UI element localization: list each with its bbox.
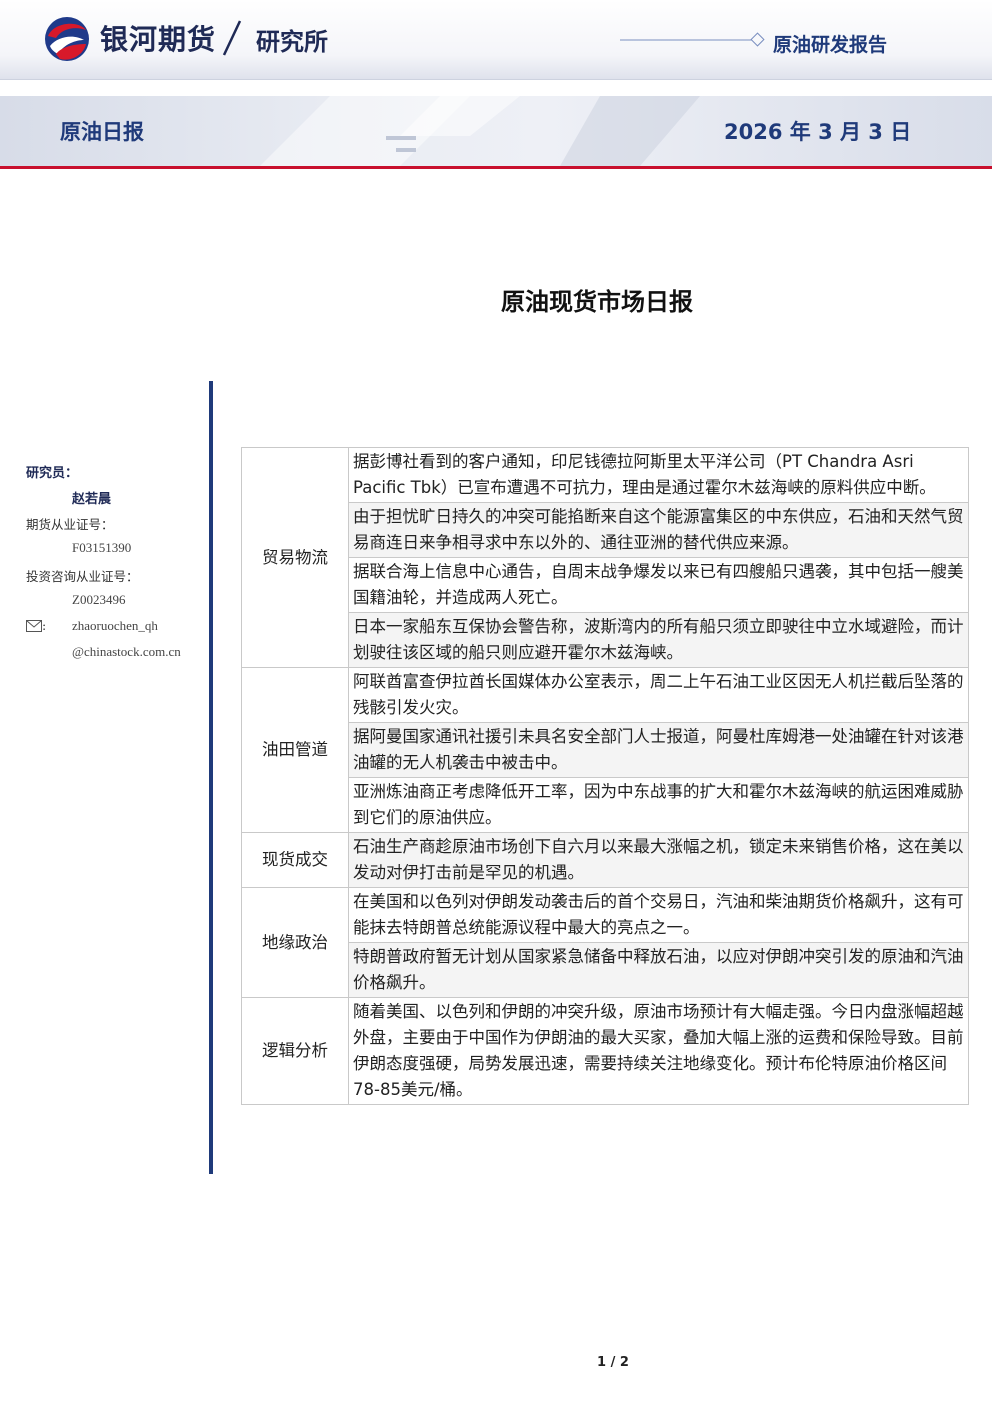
news-item: 日本一家船东互保协会警告称，波斯湾内的所有船只须立即驶往中立水域避险，而计划驶往… bbox=[348, 612, 969, 668]
category-cell: 贸易物流 bbox=[241, 447, 349, 668]
table-row: 由于担忧旷日持久的冲突可能掐断来自这个能源富集区的中东供应，石油和天然气贸易商连… bbox=[242, 502, 969, 558]
email-colon: : bbox=[42, 618, 47, 633]
top-header: 银河期货 研究所 原油研发报告 bbox=[0, 0, 992, 80]
news-item: 在美国和以色列对伊朗发动袭击后的首个交易日，汽油和柴油期货价格飙升，这有可能抹去… bbox=[348, 887, 969, 943]
galaxy-logo-icon bbox=[45, 17, 89, 61]
news-table: 贸易物流 据彭博社看到的客户通知，印尼钱德拉阿斯里太平洋公司（PT Chandr… bbox=[241, 447, 969, 1105]
analyst-name: 赵若晨 bbox=[72, 492, 112, 507]
futures-cert-label: 期货从业证号： bbox=[26, 517, 114, 532]
mail-icon bbox=[26, 620, 42, 632]
report-date: 2026 年 3 月 3 日 bbox=[724, 120, 912, 144]
band-decoration bbox=[260, 96, 700, 166]
table-row: 日本一家船东互保协会警告称，波斯湾内的所有船只须立即驶往中立水域避险，而计划驶往… bbox=[242, 612, 969, 668]
red-rule bbox=[0, 166, 992, 169]
analyst-label: 研究员： bbox=[26, 466, 79, 481]
invest-cert-label: 投资咨询从业证号： bbox=[26, 569, 139, 584]
news-item: 阿联酋富查伊拉酋长国媒体办公室表示，周二上午石油工业区因无人机拦截后坠落的残骸引… bbox=[348, 667, 969, 723]
invest-cert-number: Z0023496 bbox=[72, 592, 126, 607]
slash-divider bbox=[222, 20, 242, 56]
table-row: 油田管道 阿联酋富查伊拉酋长国媒体办公室表示，周二上午石油工业区因无人机拦截后坠… bbox=[241, 667, 969, 833]
table-row: 据阿曼国家通讯社援引未具名安全部门人士报道，阿曼杜库姆港一处油罐在针对该港油罐的… bbox=[242, 722, 969, 778]
news-item: 据联合海上信息中心通告，自周末战争爆发以来已有四艘船只遇袭，其中包括一艘美国籍油… bbox=[348, 557, 969, 613]
title-band bbox=[0, 96, 992, 166]
main-title: 原油现货市场日报 bbox=[501, 288, 693, 316]
news-item: 据阿曼国家通讯社援引未具名安全部门人士报道，阿曼杜库姆港一处油罐在针对该港油罐的… bbox=[348, 722, 969, 778]
news-item: 据彭博社看到的客户通知，印尼钱德拉阿斯里太平洋公司（PT Chandra Asr… bbox=[348, 447, 969, 503]
daily-title: 原油日报 bbox=[60, 120, 144, 144]
category-cell: 油田管道 bbox=[241, 667, 349, 833]
email-domain[interactable]: @chinastock.com.cn bbox=[72, 644, 181, 659]
news-item: 由于担忧旷日持久的冲突可能掐断来自这个能源富集区的中东供应，石油和天然气贸易商连… bbox=[348, 502, 969, 558]
news-item: 石油生产商趁原油市场创下自六月以来最大涨幅之机，锁定未来销售价格，这在美以发动对… bbox=[348, 832, 969, 888]
company-name: 银河期货 bbox=[100, 23, 217, 56]
table-row: 亚洲炼油商正考虑降低开工率，因为中东战事的扩大和霍尔木兹海峡的航运困难威胁到它们… bbox=[242, 777, 969, 833]
table-row: 地缘政治 在美国和以色列对伊朗发动袭击后的首个交易日，汽油和柴油期货价格飙升，这… bbox=[241, 887, 969, 998]
table-row: 现货成交 石油生产商趁原油市场创下自六月以来最大涨幅之机，锁定未来销售价格，这在… bbox=[241, 832, 969, 888]
futures-cert-number: F03151390 bbox=[72, 540, 132, 555]
category-cell: 逻辑分析 bbox=[241, 997, 349, 1105]
diamond-rule-icon bbox=[620, 32, 765, 47]
table-row: 贸易物流 据彭博社看到的客户通知，印尼钱德拉阿斯里太平洋公司（PT Chandr… bbox=[241, 447, 969, 668]
institute-name: 研究所 bbox=[256, 28, 328, 56]
table-row: 特朗普政府暂无计划从国家紧急储备中释放石油，以应对伊朗冲突引发的原油和汽油价格飙… bbox=[242, 942, 969, 998]
news-item: 随着美国、以色列和伊朗的冲突升级，原油市场预计有大幅走强。今日内盘涨幅超越外盘，… bbox=[348, 997, 969, 1105]
report-type: 原油研发报告 bbox=[773, 34, 888, 56]
category-cell: 现货成交 bbox=[241, 832, 349, 888]
vertical-divider bbox=[209, 381, 213, 1174]
page-number: 1 / 2 bbox=[597, 1355, 629, 1370]
category-cell: 地缘政治 bbox=[241, 887, 349, 998]
table-row: 据联合海上信息中心通告，自周末战争爆发以来已有四艘船只遇袭，其中包括一艘美国籍油… bbox=[242, 557, 969, 613]
news-item: 亚洲炼油商正考虑降低开工率，因为中东战事的扩大和霍尔木兹海峡的航运困难威胁到它们… bbox=[348, 777, 969, 833]
email-user[interactable]: zhaoruochen_qh bbox=[72, 618, 158, 633]
news-item: 特朗普政府暂无计划从国家紧急储备中释放石油，以应对伊朗冲突引发的原油和汽油价格飙… bbox=[348, 942, 969, 998]
table-row: 逻辑分析 随着美国、以色列和伊朗的冲突升级，原油市场预计有大幅走强。今日内盘涨幅… bbox=[241, 997, 969, 1105]
